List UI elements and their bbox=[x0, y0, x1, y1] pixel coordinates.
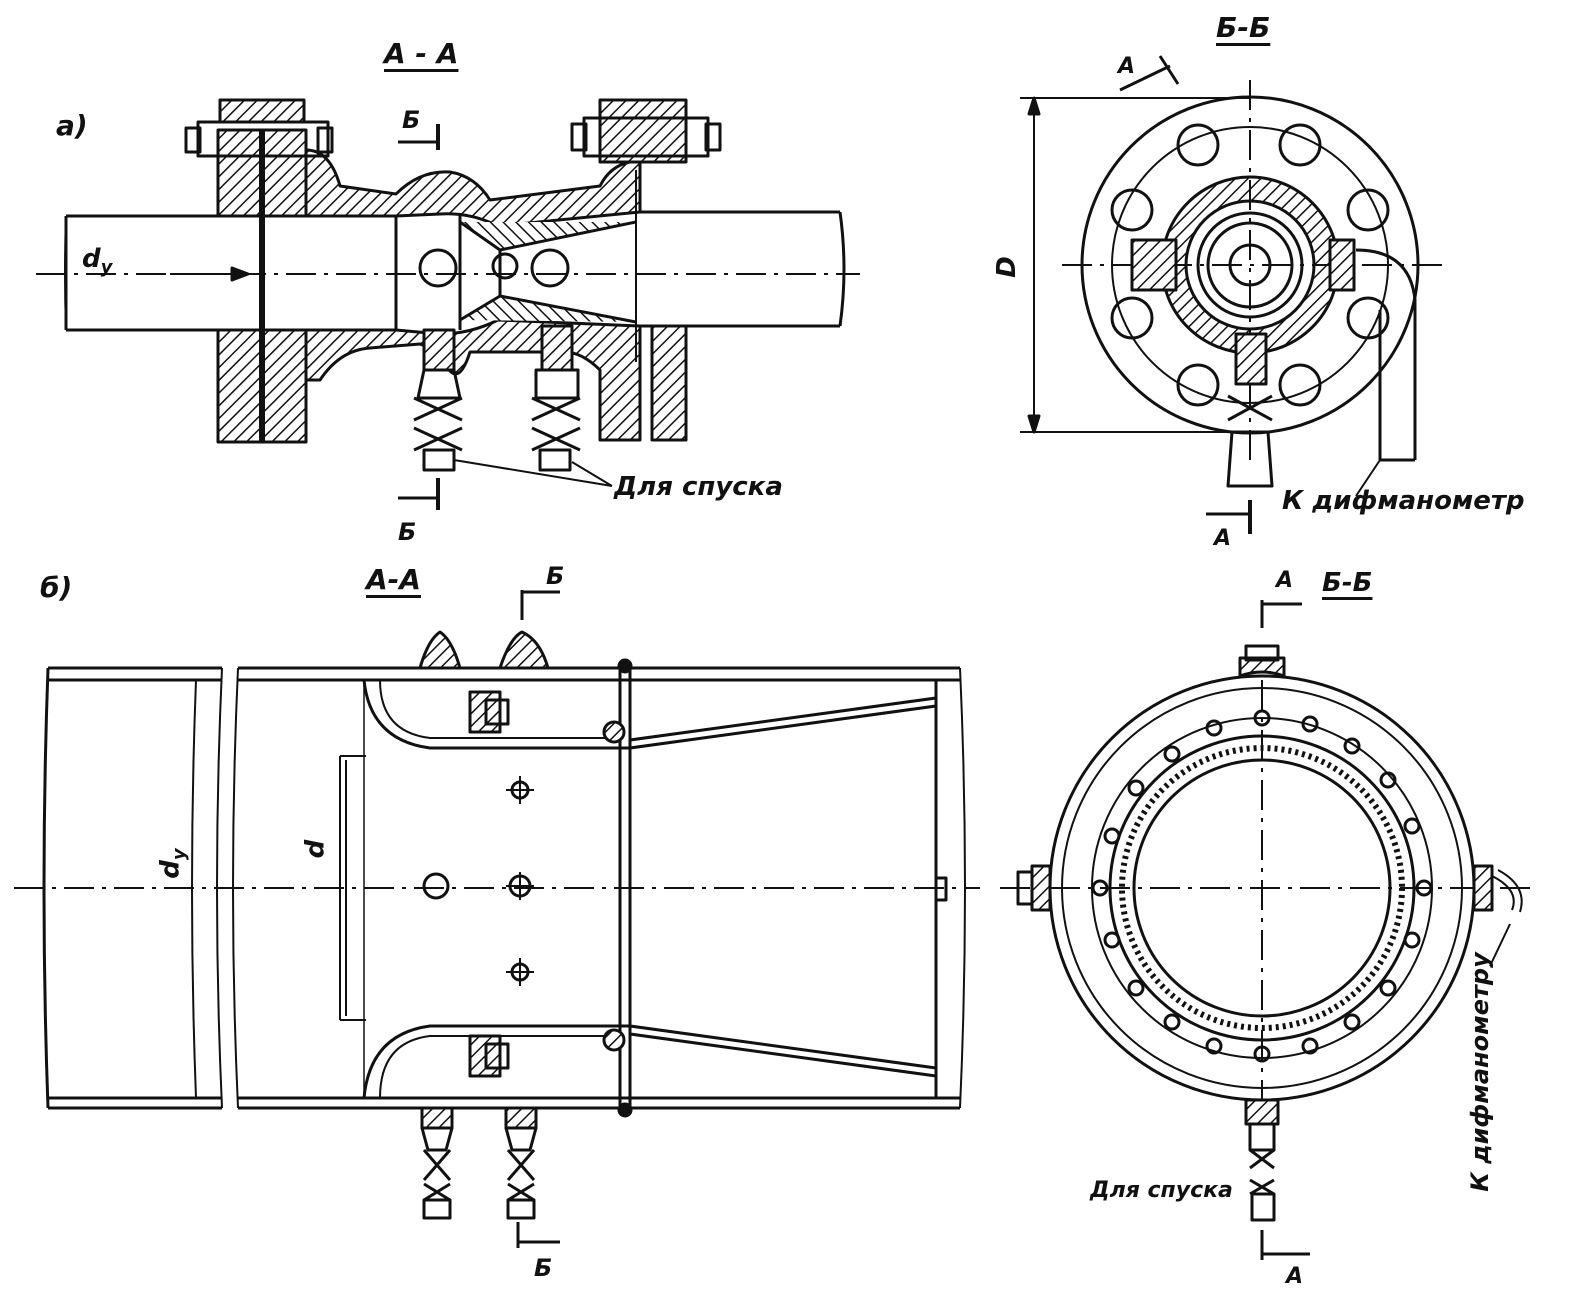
view-b-diffmanometer-note: К дифманометру bbox=[1465, 952, 1494, 1192]
view-a-section-bb bbox=[1020, 55, 1450, 534]
drain-valve-1 bbox=[413, 328, 463, 472]
body-bottom bbox=[304, 318, 642, 442]
diffuser-top bbox=[629, 696, 937, 750]
view-a-label: а) bbox=[56, 109, 88, 142]
pipe-right-segment bbox=[238, 666, 960, 1110]
view-a-dim-D: D bbox=[991, 256, 1022, 278]
impulse-tube bbox=[1355, 248, 1417, 462]
view-b-cut-mark-top: Б bbox=[546, 562, 565, 590]
right-flange-bottom bbox=[650, 324, 688, 442]
view-b-label: б) bbox=[40, 571, 73, 604]
view-b-section-aa-title: А-А bbox=[366, 563, 421, 596]
view-a-section-bb-title: Б-Б bbox=[1216, 11, 1271, 44]
right-flange-top bbox=[598, 98, 688, 164]
bolt-left bbox=[184, 98, 334, 158]
nozzle-inlet-curve-top bbox=[362, 679, 630, 750]
view-a-diffmanometer-note: К дифманометр bbox=[1282, 486, 1525, 516]
view-a-drain-note: Для спуска bbox=[614, 472, 783, 502]
view-b-cut-A-top: А bbox=[1276, 568, 1294, 593]
pressure-tap-1 bbox=[418, 248, 458, 288]
boss-top-2 bbox=[498, 630, 550, 670]
view-a-dim-dy: dy bbox=[82, 244, 113, 279]
view-a-section-aa-title: А - А bbox=[384, 37, 459, 70]
view-b-section-bb bbox=[1000, 600, 1530, 1260]
view-a-cut-A-bottom: А bbox=[1214, 526, 1232, 551]
view-b-drain-note: Для спуска bbox=[1090, 1178, 1233, 1203]
fasteners bbox=[468, 690, 510, 1078]
outlet-pipe bbox=[640, 210, 846, 328]
pipe-left-segment bbox=[48, 666, 222, 1110]
drain-valve-4 bbox=[504, 1106, 538, 1220]
view-b-cut-A-bottom: А bbox=[1286, 1264, 1304, 1289]
view-b-dim-d: d bbox=[300, 839, 331, 859]
bolt-circle-holes bbox=[1091, 709, 1433, 1063]
boss-top-1 bbox=[418, 630, 462, 670]
view-a-section-aa bbox=[36, 98, 860, 510]
view-a-cut-mark-top: Б bbox=[402, 106, 421, 134]
drain-valve-3 bbox=[420, 1106, 454, 1220]
body-top bbox=[304, 148, 642, 228]
bolt-holes bbox=[1110, 123, 1390, 407]
view-b-section-aa bbox=[14, 590, 980, 1248]
nozzle-insert bbox=[394, 214, 462, 330]
drain-valve-2 bbox=[531, 324, 581, 472]
view-a-cut-mark-bottom: Б bbox=[398, 518, 417, 546]
bolt-right bbox=[570, 116, 722, 158]
tap-hole bbox=[422, 872, 450, 900]
view-b-section-bb-title: Б-Б bbox=[1322, 568, 1373, 598]
diffuser-bottom bbox=[629, 1024, 937, 1078]
view-a-cut-A-top: А bbox=[1118, 54, 1136, 79]
view-b-dim-dy: dy bbox=[155, 848, 190, 879]
view-b-cut-mark-bottom: Б bbox=[534, 1254, 553, 1282]
pressure-tap-2 bbox=[530, 248, 570, 288]
nozzle-inlet-curve-bottom bbox=[362, 1024, 630, 1099]
